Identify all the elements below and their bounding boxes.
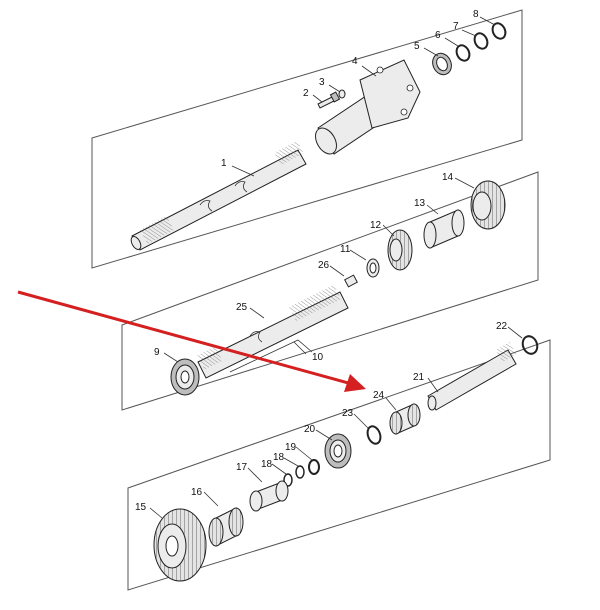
- label-part-5: 5: [414, 41, 420, 52]
- part-labels: 1 2 3 4 5 6 7 8 9 10 11 12 13 14 15 16 1…: [135, 9, 508, 513]
- red-arrow-head: [344, 374, 366, 392]
- bearing-part-16: [208, 507, 244, 547]
- bolt-part-2: [317, 91, 341, 109]
- label-part-25: 25: [236, 302, 248, 313]
- ring-part-18-lower: [283, 473, 293, 487]
- label-part-6: 6: [435, 30, 441, 41]
- red-arrow-shaft: [17, 290, 353, 386]
- ring-part-6: [455, 44, 471, 62]
- label-part-1: 1: [221, 158, 227, 169]
- label-part-10: 10: [312, 352, 324, 363]
- label-part-26: 26: [318, 260, 330, 271]
- label-part-17: 17: [236, 462, 248, 473]
- label-part-11: 11: [340, 244, 351, 255]
- label-part-22: 22: [496, 321, 508, 332]
- label-part-2: 2: [303, 88, 309, 99]
- washer-part-3: [338, 89, 346, 99]
- panel-top: [91, 9, 523, 269]
- label-part-14: 14: [442, 172, 454, 183]
- ring-part-8: [491, 22, 507, 40]
- housing-part-4: [315, 59, 421, 155]
- bearing-part-20: [324, 433, 352, 469]
- ring-part-22: [521, 335, 539, 355]
- ring-part-7: [473, 32, 489, 50]
- shaft-part-25: [197, 284, 349, 379]
- bearing-part-9: [170, 358, 200, 396]
- ring-part-23: [366, 425, 382, 445]
- gear-part-14: [470, 180, 506, 230]
- label-part-21: 21: [413, 372, 425, 383]
- label-part-13: 13: [414, 198, 426, 209]
- label-part-16: 16: [191, 487, 203, 498]
- label-part-18: 18: [261, 459, 273, 470]
- bushing-part-17: [249, 480, 289, 512]
- ring-part-11: [366, 258, 380, 278]
- label-part-4: 4: [352, 56, 358, 67]
- bracket-part-10: [229, 339, 313, 373]
- red-arrow: [17, 290, 366, 392]
- label-part-18-second: 18: [273, 452, 285, 463]
- bearing-part-24: [389, 403, 421, 435]
- pin-part-26: [344, 274, 358, 288]
- label-part-12: 12: [370, 220, 382, 231]
- label-part-19: 19: [285, 442, 297, 453]
- label-part-7: 7: [453, 21, 459, 32]
- shaft-part-1: [130, 140, 307, 251]
- panel-middle: [121, 171, 539, 411]
- label-part-15: 15: [135, 502, 147, 513]
- panel-bottom: [127, 339, 551, 591]
- label-part-8: 8: [473, 9, 479, 20]
- leader-lines: [149, 16, 523, 519]
- label-part-9: 9: [154, 347, 160, 358]
- bushing-part-13: [423, 209, 465, 249]
- ring-part-18-upper: [295, 465, 305, 479]
- seal-part-5: [432, 52, 452, 76]
- ring-part-19: [308, 459, 320, 475]
- label-part-24: 24: [373, 390, 385, 401]
- label-part-3: 3: [319, 77, 325, 88]
- gear-part-15: [153, 508, 207, 582]
- shaft-part-21: [427, 341, 517, 411]
- gear-part-12: [387, 229, 413, 271]
- label-part-20: 20: [304, 424, 316, 435]
- label-part-23: 23: [342, 408, 354, 419]
